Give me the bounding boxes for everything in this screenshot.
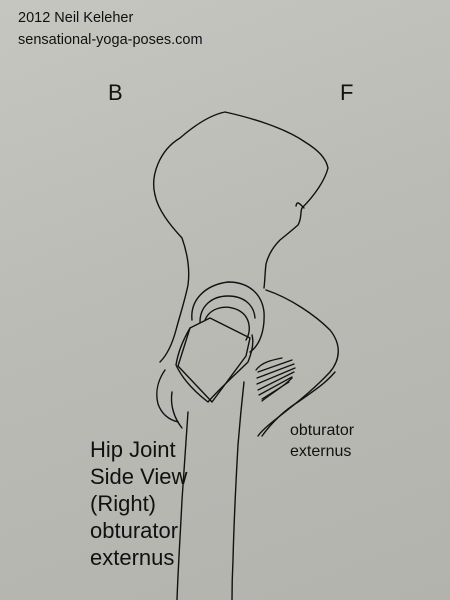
femoral-neck	[175, 327, 254, 403]
caption-line-3: (Right)	[90, 491, 157, 516]
caption-line-4: obturator	[90, 518, 179, 543]
back-direction-label: B	[108, 80, 123, 105]
callout-line-1: obturator	[290, 422, 355, 439]
caption-line-2: Side View	[90, 464, 188, 489]
ilium-outline	[153, 111, 329, 289]
callout-line-2: externus	[290, 443, 352, 460]
femur-shaft-right	[231, 381, 245, 600]
copyright-line: 2012 Neil Keleher	[18, 10, 134, 26]
caption-line-5: externus	[90, 545, 175, 570]
website-line: sensational-yoga-poses.com	[18, 32, 203, 48]
ischium-outline	[257, 289, 339, 437]
obturator-externus-muscle	[255, 357, 296, 402]
acetabulum-rim	[191, 281, 265, 353]
diagram-caption: Hip Joint Side View (Right) obturator ex…	[90, 436, 187, 571]
trochanter-line	[170, 391, 183, 429]
ilium-notch-line	[295, 202, 305, 209]
caption-line-1: Hip Joint	[90, 437, 176, 462]
ischial-tuberosity	[261, 371, 336, 437]
femoral-head	[204, 306, 250, 341]
acetabulum-inner-rim	[199, 295, 256, 323]
femoral-neck-block	[177, 317, 251, 403]
muscle-callout-label: obturator externus	[290, 420, 354, 462]
greater-sciatic-curve	[154, 194, 190, 363]
greater-trochanter	[156, 369, 179, 423]
femur-shaft-left	[176, 411, 189, 600]
front-direction-label: F	[340, 80, 354, 105]
